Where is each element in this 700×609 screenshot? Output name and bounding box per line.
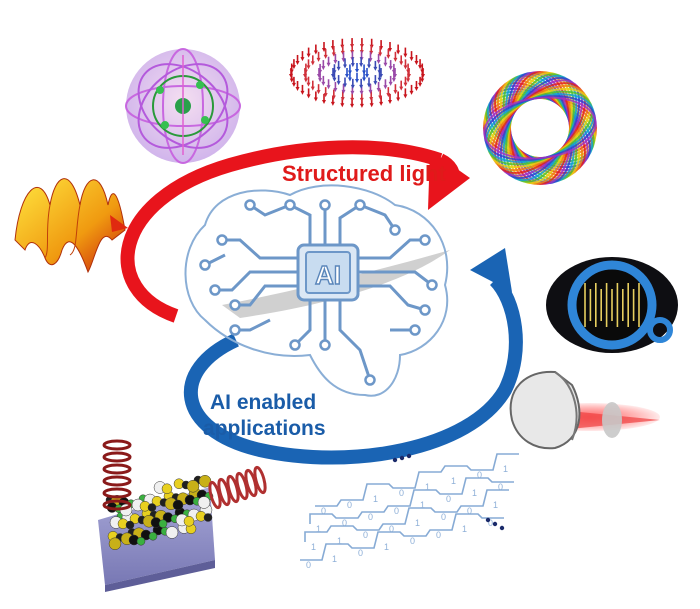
red-cycle-arrow xyxy=(120,140,470,323)
vortex-beam-3d-icon xyxy=(14,178,128,274)
binary-digit: 0 xyxy=(389,524,394,534)
binary-digit: 0 xyxy=(342,518,347,528)
helical-beam-on-surface-icon xyxy=(98,439,267,592)
blue-cycle-arrow xyxy=(183,248,523,465)
binary-digit: 1 xyxy=(337,536,342,546)
binary-digit: 0 xyxy=(394,506,399,516)
binary-digit: 0 xyxy=(410,536,415,546)
circuit-nodes xyxy=(199,199,438,386)
skyrmion-arrows-icon xyxy=(289,38,425,108)
binary-digit: 1 xyxy=(415,518,420,528)
binary-digit: 1 xyxy=(420,500,425,510)
binary-digit: 1 xyxy=(472,488,477,498)
structured-light-label: Structured light xyxy=(282,161,446,186)
binary-digit: 1 xyxy=(316,524,321,534)
binary-digit: 1 xyxy=(462,524,467,534)
binary-digit: 0 xyxy=(306,560,311,570)
binary-digit: 0 xyxy=(363,530,368,540)
hopfion-sphere-icon xyxy=(125,48,241,164)
binary-digit: 0 xyxy=(467,506,472,516)
ai-applications-label-line1: AI enabled xyxy=(210,391,316,414)
ai-applications-label-line2: applications xyxy=(203,417,326,440)
chip-label: AI xyxy=(315,260,341,290)
binary-digit: 0 xyxy=(358,548,363,558)
binary-digit: 1 xyxy=(425,482,430,492)
binary-digit: 0 xyxy=(368,512,373,522)
lens-focus-icon xyxy=(509,370,660,450)
binary-digit: 0 xyxy=(488,518,493,528)
binary-digit: 1 xyxy=(503,464,508,474)
ai-chip-icon: AI xyxy=(296,243,360,302)
binary-digit: 1 xyxy=(332,554,337,564)
binary-digit: 0 xyxy=(321,506,326,516)
binary-digit: 0 xyxy=(446,494,451,504)
binary-digit: 0 xyxy=(347,500,352,510)
optical-vortex-ring-icon xyxy=(546,257,678,353)
binary-digit: 1 xyxy=(493,500,498,510)
binary-digit: 1 xyxy=(384,542,389,552)
binary-digit: 0 xyxy=(477,470,482,480)
binary-digit: 0 xyxy=(399,488,404,498)
binary-digit: 0 xyxy=(441,512,446,522)
torus-knot-icon xyxy=(483,71,597,185)
binary-digit: 0 xyxy=(498,482,503,492)
binary-digit: 1 xyxy=(373,494,378,504)
binary-digit: 1 xyxy=(451,476,456,486)
binary-digit: 0 xyxy=(436,530,441,540)
binary-digit: 1 xyxy=(311,542,316,552)
